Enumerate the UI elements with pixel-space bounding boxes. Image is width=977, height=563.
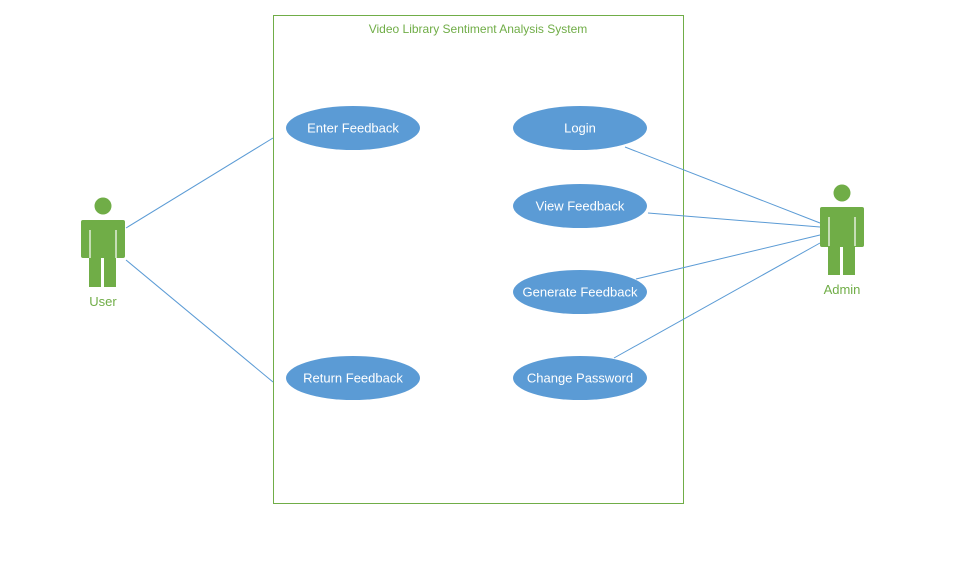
usecase-ellipse	[513, 184, 647, 228]
user-actor-detail-lines	[89, 230, 117, 287]
usecase-ellipse	[286, 106, 420, 150]
association-user-enter-feedback	[125, 137, 274, 229]
usecase-generate-feedback[interactable]: Generate Feedback	[513, 270, 647, 314]
association-admin-change-password	[613, 242, 821, 359]
admin-actor-detail-lines	[828, 217, 856, 275]
association-admin-view-feedback	[647, 212, 821, 228]
usecase-label: Return Feedback	[303, 371, 403, 386]
association-user-return-feedback	[125, 259, 274, 383]
usecase-enter-feedback[interactable]: Enter Feedback	[286, 106, 420, 150]
actor-label: User	[89, 294, 117, 309]
association-admin-login	[624, 146, 821, 224]
usecase-label: Generate Feedback	[523, 285, 638, 300]
association-admin-generate-feedback	[635, 234, 821, 280]
usecase-change-password[interactable]: Change Password	[513, 356, 647, 400]
system-boundary	[273, 15, 684, 504]
actor-user[interactable]: User	[81, 197, 125, 310]
usecase-return-feedback[interactable]: Return Feedback	[286, 356, 420, 400]
usecase-ellipse	[513, 270, 647, 314]
system-title: Video Library Sentiment Analysis System	[369, 22, 588, 36]
usecase-label: Login	[564, 121, 596, 136]
user-actor-icon	[81, 197, 125, 287]
actor-admin[interactable]: Admin	[820, 184, 864, 298]
usecase-login[interactable]: Login	[513, 106, 647, 150]
admin-actor-icon	[820, 184, 864, 275]
usecase-view-feedback[interactable]: View Feedback	[513, 184, 647, 228]
usecase-ellipse	[513, 356, 647, 400]
usecase-ellipse	[286, 356, 420, 400]
usecase-label: View Feedback	[536, 199, 625, 214]
actor-label: Admin	[824, 282, 861, 297]
associations	[125, 137, 821, 383]
usecase-label: Enter Feedback	[307, 121, 399, 136]
usecase-label: Change Password	[527, 371, 633, 386]
usecase-ellipse	[513, 106, 647, 150]
